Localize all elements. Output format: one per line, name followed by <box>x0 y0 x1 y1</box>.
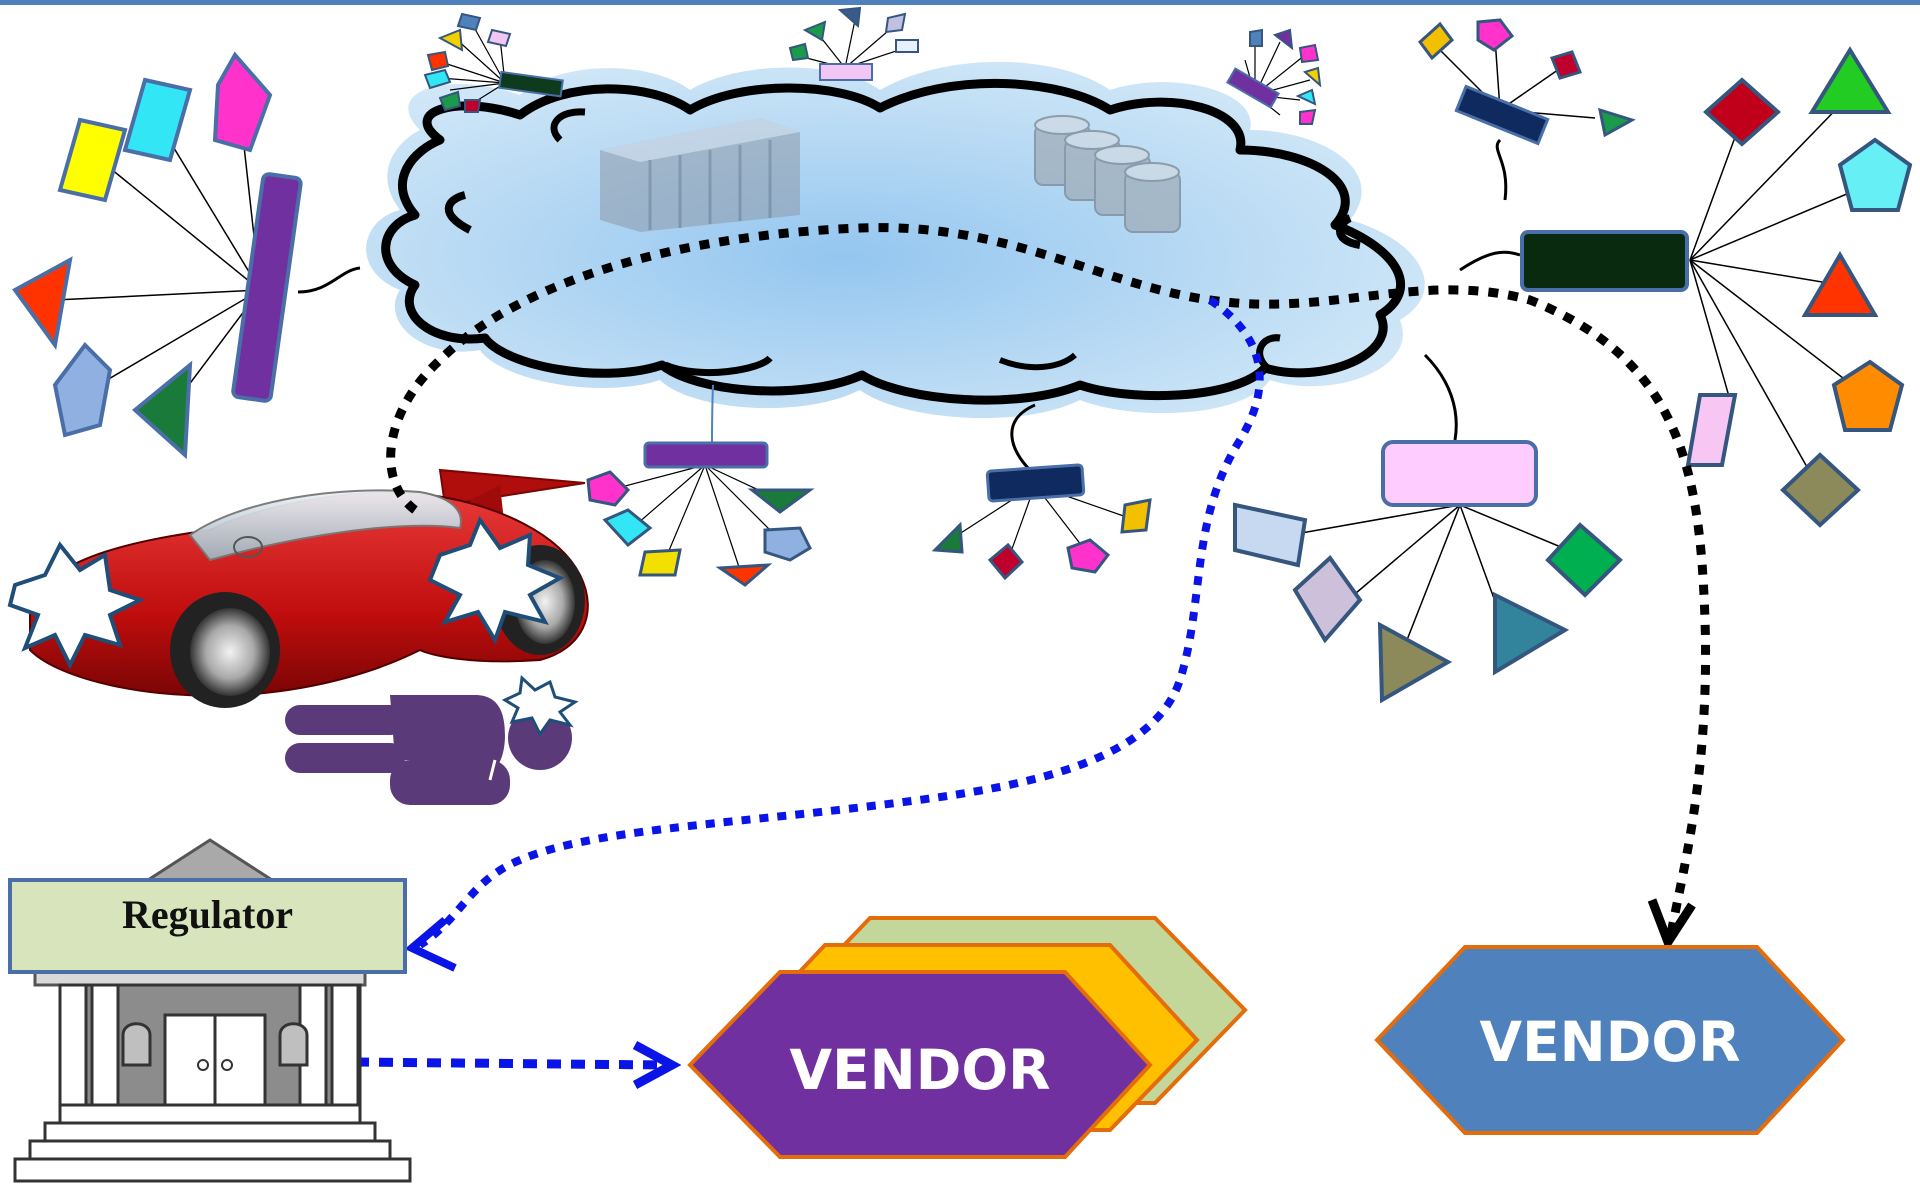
device-cluster-bottom-left <box>586 441 815 587</box>
cloud-icon <box>366 61 1425 419</box>
device-cluster-left <box>12 51 303 460</box>
regulator-label: Regulator <box>121 892 294 937</box>
device-cluster-top-middle <box>788 6 919 81</box>
device-cluster-bottom-middle <box>931 463 1152 581</box>
device-cluster-right <box>1520 46 1913 528</box>
device-cluster-bottom-right <box>1233 440 1623 704</box>
database-stack-icon <box>1034 115 1181 233</box>
device-cluster-top-right <box>1225 28 1322 125</box>
crash-burst-icon <box>427 515 565 645</box>
vendor-stack <box>687 916 1248 1159</box>
blue-arrowhead <box>404 916 457 972</box>
car-icon <box>7 468 589 708</box>
crash-burst-icon <box>7 541 146 670</box>
regulator-label-box <box>8 878 407 974</box>
black-dotted-path <box>386 223 1711 941</box>
server-rack-icon <box>600 118 800 232</box>
cluster-links <box>297 138 1521 472</box>
crash-burst-icon <box>501 674 579 737</box>
vendor-single-label: VENDOR <box>1479 1010 1741 1074</box>
top-rule <box>0 0 1920 5</box>
device-cluster-top-left <box>423 12 564 113</box>
injured-person-icon <box>285 674 579 805</box>
vendor-hexagon-icon <box>687 970 1153 1159</box>
blue-dotted-path <box>417 296 1264 949</box>
device-cluster-far-top-right <box>1417 18 1636 146</box>
vendor-hexagon-icon <box>1374 945 1846 1135</box>
blue-arrowhead <box>632 1041 682 1089</box>
vendor-stack-label: VENDOR <box>789 1038 1051 1102</box>
blue-dotted-line <box>354 1057 666 1070</box>
black-arrowhead <box>1647 898 1696 952</box>
